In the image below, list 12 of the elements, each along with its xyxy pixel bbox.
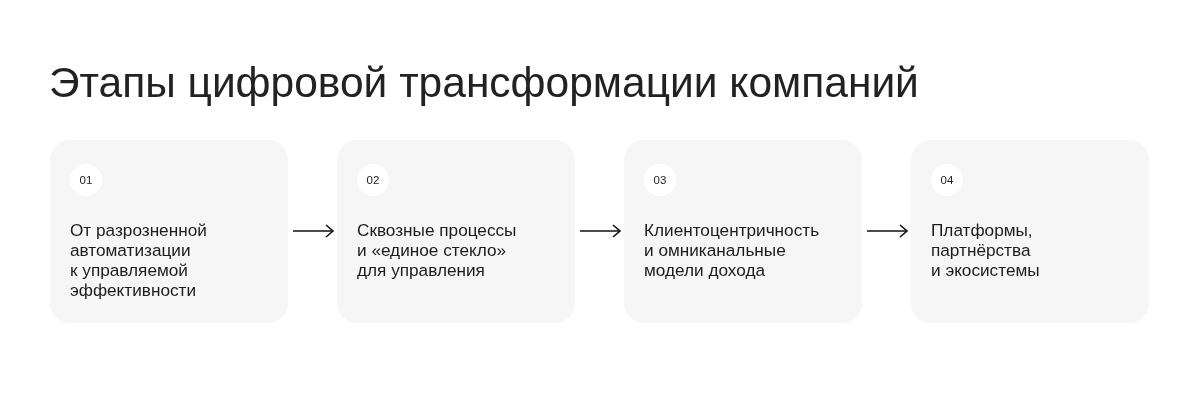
stage-description: Платформы, партнёрства и экосистемы [931, 220, 1041, 280]
arrow [866, 224, 908, 238]
step-number: 01 [70, 164, 102, 196]
arrow [579, 224, 621, 238]
stage-description: Сквозные процессы и «единое стекло» для управления [357, 220, 518, 280]
step-number: 04 [931, 164, 963, 196]
step-number: 02 [357, 164, 389, 196]
diagram-title: Этапы цифровой трансформации компаний [49, 58, 919, 108]
stage-description: От разрозненной автоматизации к управляемой эффективности [70, 220, 208, 300]
stage-description: Клиентоцентричность и омниканальные модели дохода [644, 220, 821, 280]
arrow [292, 224, 334, 238]
step-number: 03 [644, 164, 676, 196]
